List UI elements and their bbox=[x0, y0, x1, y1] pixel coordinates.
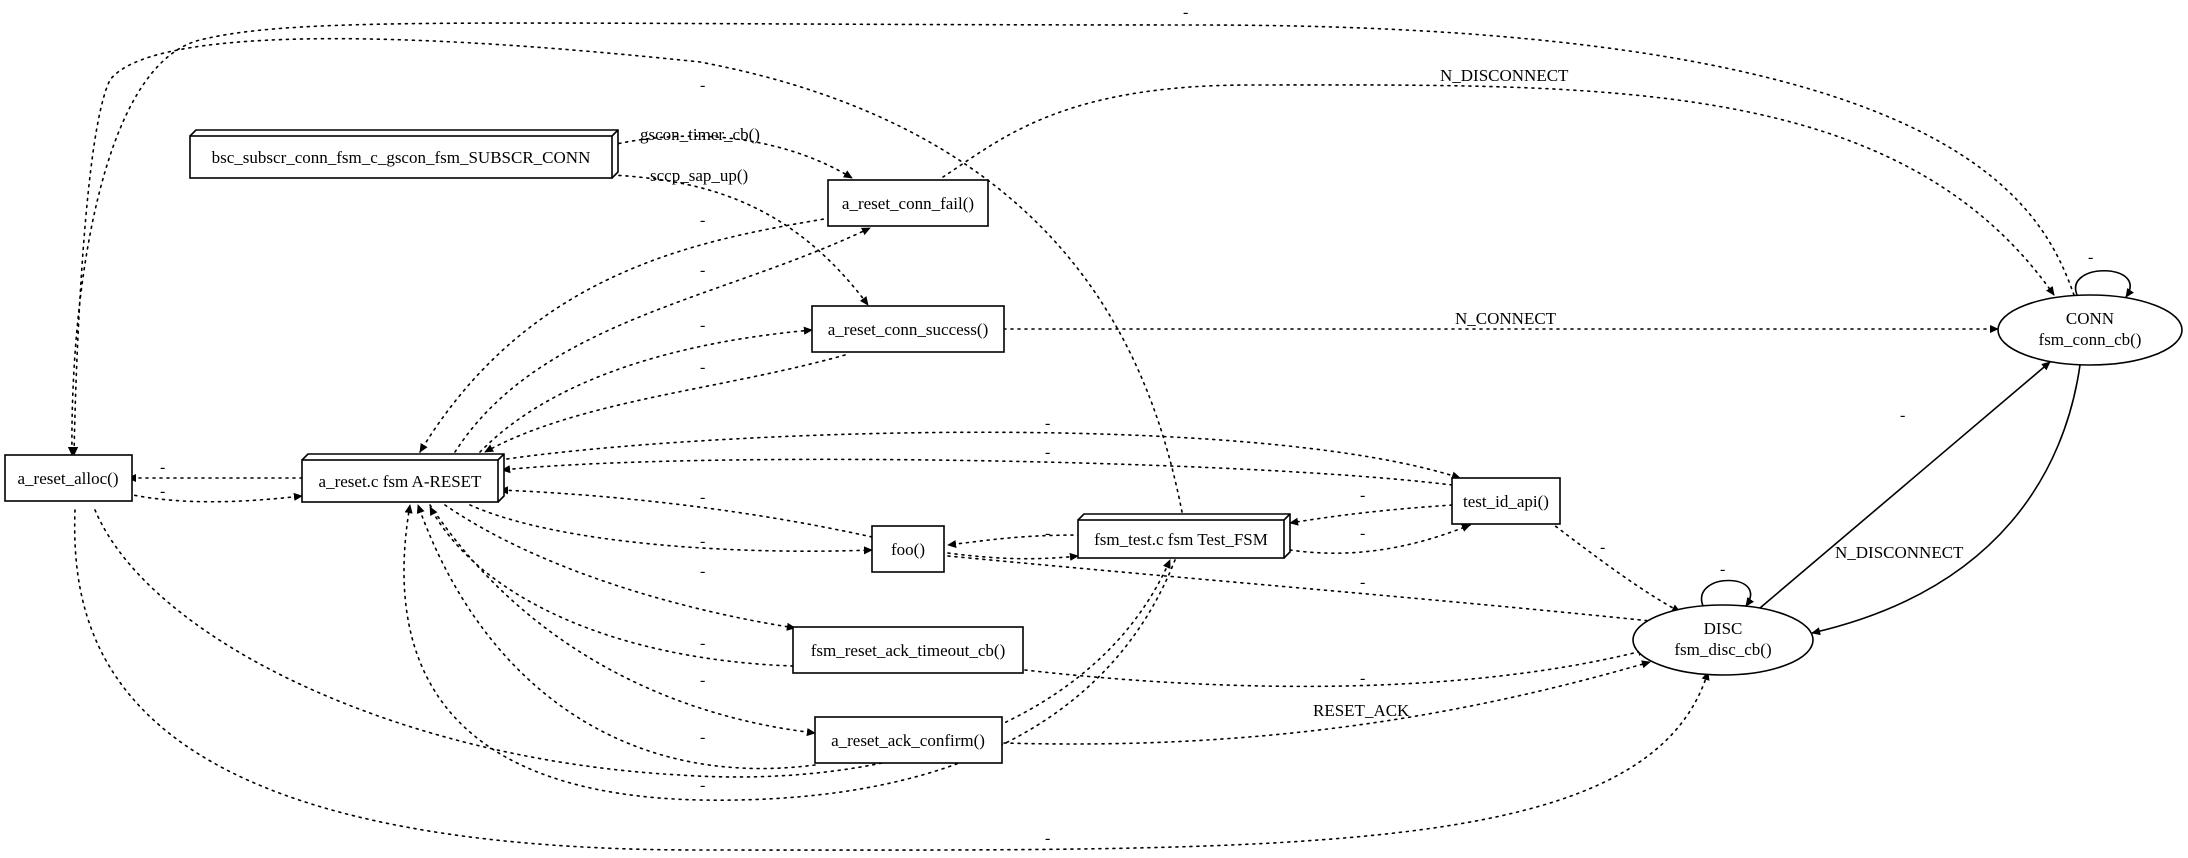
label-gscon-timer-cb: gscon_timer_cb() bbox=[640, 125, 760, 144]
edge-foo-to-areset bbox=[499, 486, 873, 538]
dash-label: - bbox=[2088, 249, 2093, 266]
node-conn-state[interactable]: CONN fsm_conn_cb() bbox=[1997, 294, 2183, 366]
edge-testid-to-disc bbox=[1549, 521, 1681, 613]
node-a-reset-fsm[interactable]: a_reset.c fsm A-RESET bbox=[301, 453, 505, 503]
edge-areset-to-foo bbox=[469, 504, 873, 555]
node-label: a_reset_conn_success() bbox=[828, 320, 989, 339]
label-n-connect: N_CONNECT bbox=[1455, 309, 1557, 328]
dash-label: - bbox=[1900, 407, 1905, 424]
dash-label: - bbox=[160, 459, 165, 476]
edge-fsmtest-to-areset-bottom bbox=[403, 504, 1176, 801]
node-a-reset-conn-success[interactable]: a_reset_conn_success() bbox=[811, 305, 1005, 353]
dash-label: - bbox=[700, 262, 705, 279]
nodes: bsc_subscr_conn_fsm_c_gscon_fsm_SUBSCR_C… bbox=[4, 129, 2183, 764]
edge-disc-selfloop bbox=[1700, 579, 1754, 607]
edge-testid-to-fsmtest bbox=[1289, 504, 1453, 526]
node-foo[interactable]: foo() bbox=[871, 525, 945, 573]
label-reset-ack: RESET_ACK bbox=[1313, 701, 1410, 720]
dash-label: - bbox=[700, 533, 705, 550]
dash-label: - bbox=[700, 777, 705, 794]
edge-labels: gscon_timer_cb() sccp_sap_up() N_DISCONN… bbox=[160, 4, 2093, 847]
node-fsm-reset-ack-timeout-cb[interactable]: fsm_reset_ack_timeout_cb() bbox=[792, 626, 1024, 674]
edge-foo-to-fsmtest bbox=[947, 552, 1079, 561]
node-a-reset-ack-confirm[interactable]: a_reset_ack_confirm() bbox=[814, 716, 1003, 764]
node-a-reset-conn-fail[interactable]: a_reset_conn_fail() bbox=[827, 179, 989, 227]
edge-connsuccess-to-areset bbox=[484, 354, 846, 453]
edge-foo-to-disc bbox=[947, 555, 1661, 626]
edge-areset-to-ackconfirm bbox=[429, 504, 816, 737]
edge-fsmtest-to-testid bbox=[1289, 524, 1471, 554]
dash-label: - bbox=[160, 483, 165, 500]
dash-label: - bbox=[1360, 574, 1365, 591]
dash-label: - bbox=[700, 77, 705, 94]
node-disc-state[interactable]: DISC fsm_disc_cb() bbox=[1632, 604, 1814, 676]
dash-label: - bbox=[700, 212, 705, 229]
dash-label: - bbox=[1045, 830, 1050, 847]
dash-label: - bbox=[1045, 415, 1050, 432]
state-name: DISC bbox=[1704, 619, 1743, 638]
edge-areset-to-timeout bbox=[444, 504, 796, 631]
label-n-disconnect: N_DISCONNECT bbox=[1835, 543, 1964, 562]
edge-bsc-to-connsuccess bbox=[611, 174, 869, 306]
edge-alloc-to-areset bbox=[127, 492, 303, 503]
node-label: a_reset.c fsm A-RESET bbox=[319, 472, 482, 491]
dash-label: - bbox=[1360, 487, 1365, 504]
edge-timeout-to-disc bbox=[1024, 648, 1647, 688]
node-label: a_reset_ack_confirm() bbox=[831, 731, 985, 750]
edges bbox=[67, 22, 2134, 851]
node-bsc-subscr-conn-fsm[interactable]: bsc_subscr_conn_fsm_c_gscon_fsm_SUBSCR_C… bbox=[189, 129, 619, 179]
edge-testid-to-areset bbox=[501, 458, 1453, 486]
node-label: a_reset_alloc() bbox=[18, 469, 119, 488]
edge-conn-to-alloc-top bbox=[67, 22, 2075, 456]
dash-label: - bbox=[1360, 525, 1365, 542]
node-fsm-test[interactable]: fsm_test.c fsm Test_FSM bbox=[1077, 513, 1291, 559]
dash-label: - bbox=[700, 672, 705, 689]
node-label: fsm_reset_ack_timeout_cb() bbox=[811, 641, 1006, 660]
edge-alloc-to-disc-bottom bbox=[73, 509, 1710, 851]
state-name: CONN bbox=[2066, 309, 2114, 328]
node-test-id-api[interactable]: test_id_api() bbox=[1451, 477, 1561, 525]
edge-timeout-to-areset bbox=[429, 506, 794, 667]
edge-fsmtest-to-alloc bbox=[70, 37, 1183, 513]
node-a-reset-alloc[interactable]: a_reset_alloc() bbox=[4, 454, 133, 502]
node-label: foo() bbox=[891, 540, 925, 559]
dash-label: - bbox=[700, 563, 705, 580]
dash-label: - bbox=[1360, 670, 1365, 687]
dash-label: - bbox=[700, 317, 705, 334]
dash-label: - bbox=[700, 729, 705, 746]
edge-connfail-to-conn bbox=[942, 84, 2055, 296]
state-callback: fsm_conn_cb() bbox=[2039, 330, 2142, 349]
edge-conn-to-disc bbox=[1811, 364, 2081, 636]
node-label: a_reset_conn_fail() bbox=[842, 194, 974, 213]
edge-ackconfirm-to-areset bbox=[416, 504, 816, 770]
edge-conn-selfloop bbox=[2074, 269, 2134, 298]
node-label: test_id_api() bbox=[1463, 492, 1549, 511]
node-label: bsc_subscr_conn_fsm_c_gscon_fsm_SUBSCR_C… bbox=[212, 148, 591, 167]
edge-connfail-to-areset bbox=[419, 217, 831, 453]
dash-label: - bbox=[700, 635, 705, 652]
dash-label: - bbox=[1600, 539, 1605, 556]
edge-areset-to-connfail bbox=[454, 227, 871, 453]
edge-fsmtest-to-foo bbox=[947, 534, 1081, 549]
edge-areset-to-testid bbox=[499, 431, 1461, 480]
node-label: fsm_test.c fsm Test_FSM bbox=[1094, 530, 1268, 549]
dash-label: - bbox=[1045, 444, 1050, 461]
label-sccp-sap-up: sccp_sap_up() bbox=[650, 166, 748, 185]
dash-label: - bbox=[700, 359, 705, 376]
edge-alloc-to-fsmtest bbox=[94, 509, 1171, 778]
dash-label: - bbox=[1183, 4, 1188, 21]
edge-disc-to-conn bbox=[1759, 361, 2051, 609]
label-n-disconnect-top: N_DISCONNECT bbox=[1440, 66, 1569, 85]
edge-areset-to-connsuccess bbox=[479, 326, 813, 453]
state-callback: fsm_disc_cb() bbox=[1674, 640, 1771, 659]
dash-label: - bbox=[1045, 525, 1050, 542]
dash-label: - bbox=[1720, 561, 1725, 578]
dash-label: - bbox=[700, 489, 705, 506]
